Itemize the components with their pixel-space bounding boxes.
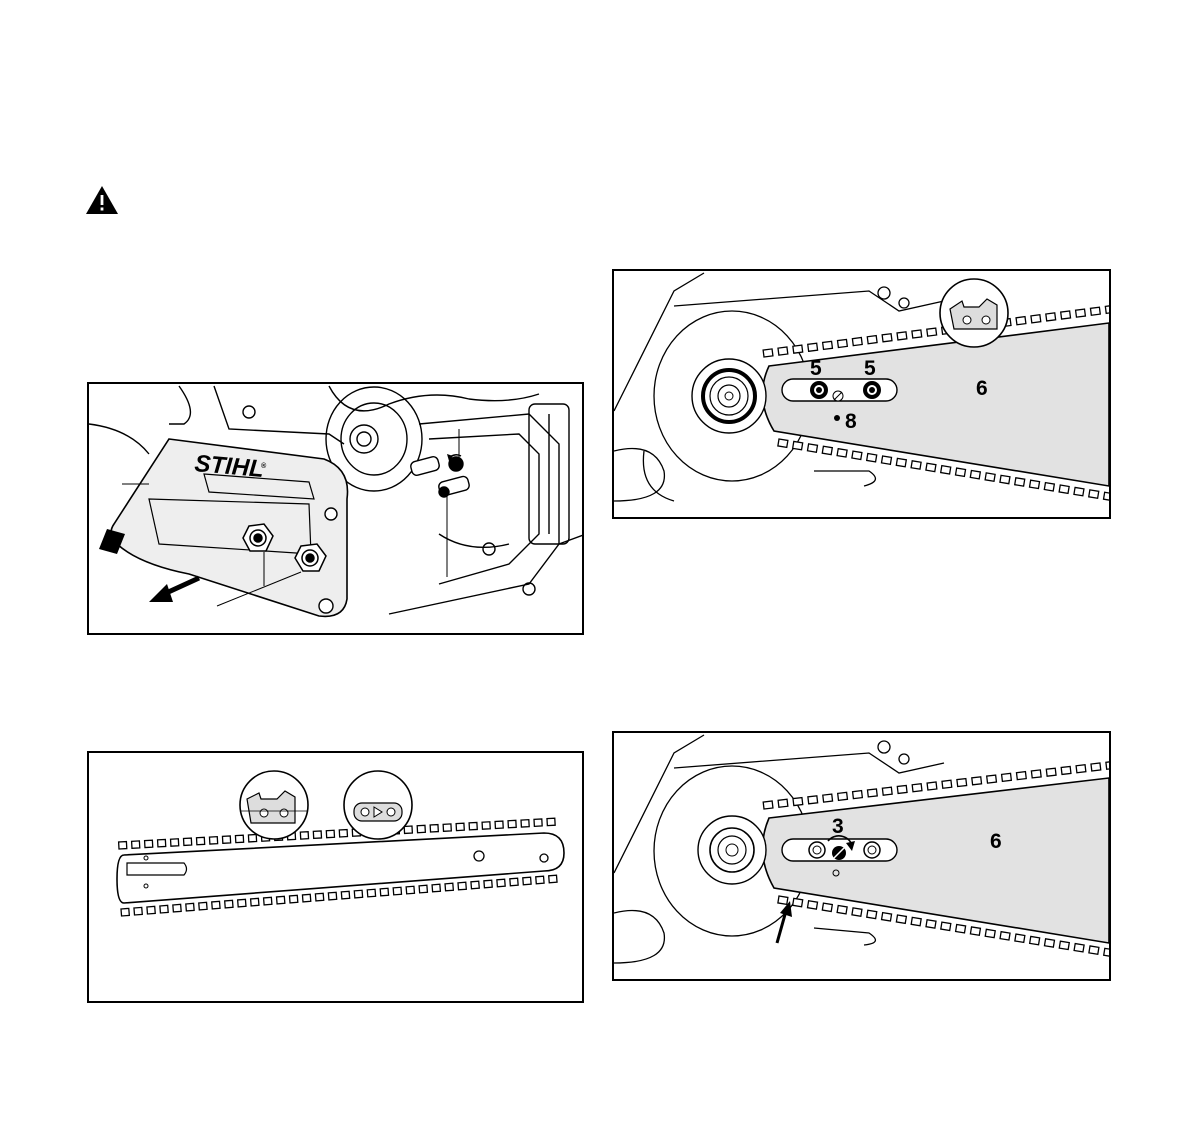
figure-bar-mount: 5 5 6 8 — [612, 269, 1111, 519]
callout-5-left: 5 — [810, 357, 822, 380]
figure-chain-loop — [87, 751, 584, 1003]
chain-detail-cutter — [940, 279, 1008, 347]
svg-text:®: ® — [261, 462, 267, 470]
chain-loop-drawing — [89, 753, 584, 1003]
figure-chain-tension: 3 6 — [612, 731, 1111, 981]
callout-8: 8 — [845, 410, 857, 433]
callout-5-right: 5 — [864, 357, 876, 380]
chain-detail-cutter — [240, 771, 308, 839]
bar-mount-drawing: 5 5 6 8 — [614, 271, 1111, 519]
figure-cover-removal: STIHL ® — [87, 382, 584, 635]
cover-removal-drawing: STIHL ® — [89, 384, 584, 635]
callout-6: 6 — [990, 830, 1002, 853]
chain-detail-drive-link — [344, 771, 412, 839]
callout-6: 6 — [976, 377, 988, 400]
warning-icon — [85, 185, 119, 215]
chain-tension-drawing: 3 6 — [614, 733, 1111, 981]
callout-3: 3 — [832, 815, 844, 838]
